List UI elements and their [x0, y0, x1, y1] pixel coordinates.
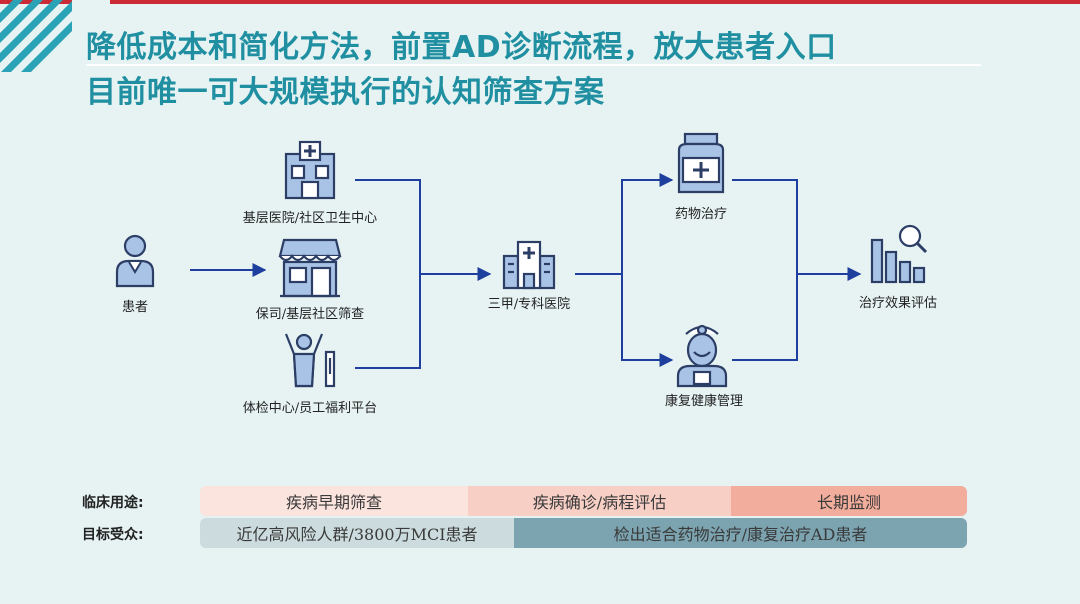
clinical-use-label: 临床用途:	[82, 495, 144, 511]
arrow-to-rehab	[621, 274, 674, 367]
evaluation-label: 治疗效果评估	[858, 296, 938, 311]
cheering-person-icon	[282, 330, 342, 388]
insurance-label: 保司/基层社区筛查	[255, 307, 365, 322]
ad-patients-band: 检出适合药物治疗/康复治疗AD患者	[514, 518, 967, 548]
drug-label: 药物治疗	[674, 207, 728, 222]
arrow-to-drug	[621, 173, 674, 274]
top-accent-bar	[0, 0, 1080, 4]
tertiary-label: 三甲/专科医院	[487, 297, 571, 312]
diagnosis-band: 疾病确诊/病程评估	[468, 486, 731, 516]
connector-drug-rehab	[732, 179, 798, 361]
corner-stripes-decoration	[0, 0, 110, 110]
title-divider	[86, 64, 981, 66]
medicine-bottle-icon	[673, 132, 729, 194]
primary-hospital-label: 基层医院/社区卫生中心	[242, 211, 378, 226]
page-title-line1: 降低成本和简化方法，前置AD诊断流程，放大患者入口	[86, 30, 837, 65]
high-risk-population-band: 近亿高风险人群/3800万MCI患者	[200, 518, 514, 548]
early-screening-band: 疾病早期筛查	[200, 486, 468, 516]
chart-search-icon	[868, 222, 930, 284]
rehab-label: 康复健康管理	[664, 394, 744, 409]
long-term-monitoring-band: 长期监测	[731, 486, 967, 516]
checkup-label: 体检中心/员工福利平台	[242, 401, 378, 416]
storefront-icon	[278, 234, 342, 300]
hospital-icon	[500, 238, 558, 290]
target-audience-label: 目标受众:	[82, 527, 144, 543]
hospital-building-icon	[282, 140, 338, 200]
page-title-line2: 目前唯一可大规模执行的认知筛查方案	[86, 75, 605, 110]
patient-icon	[113, 232, 157, 288]
patient-label: 患者	[121, 300, 149, 315]
doctor-icon	[672, 322, 732, 388]
